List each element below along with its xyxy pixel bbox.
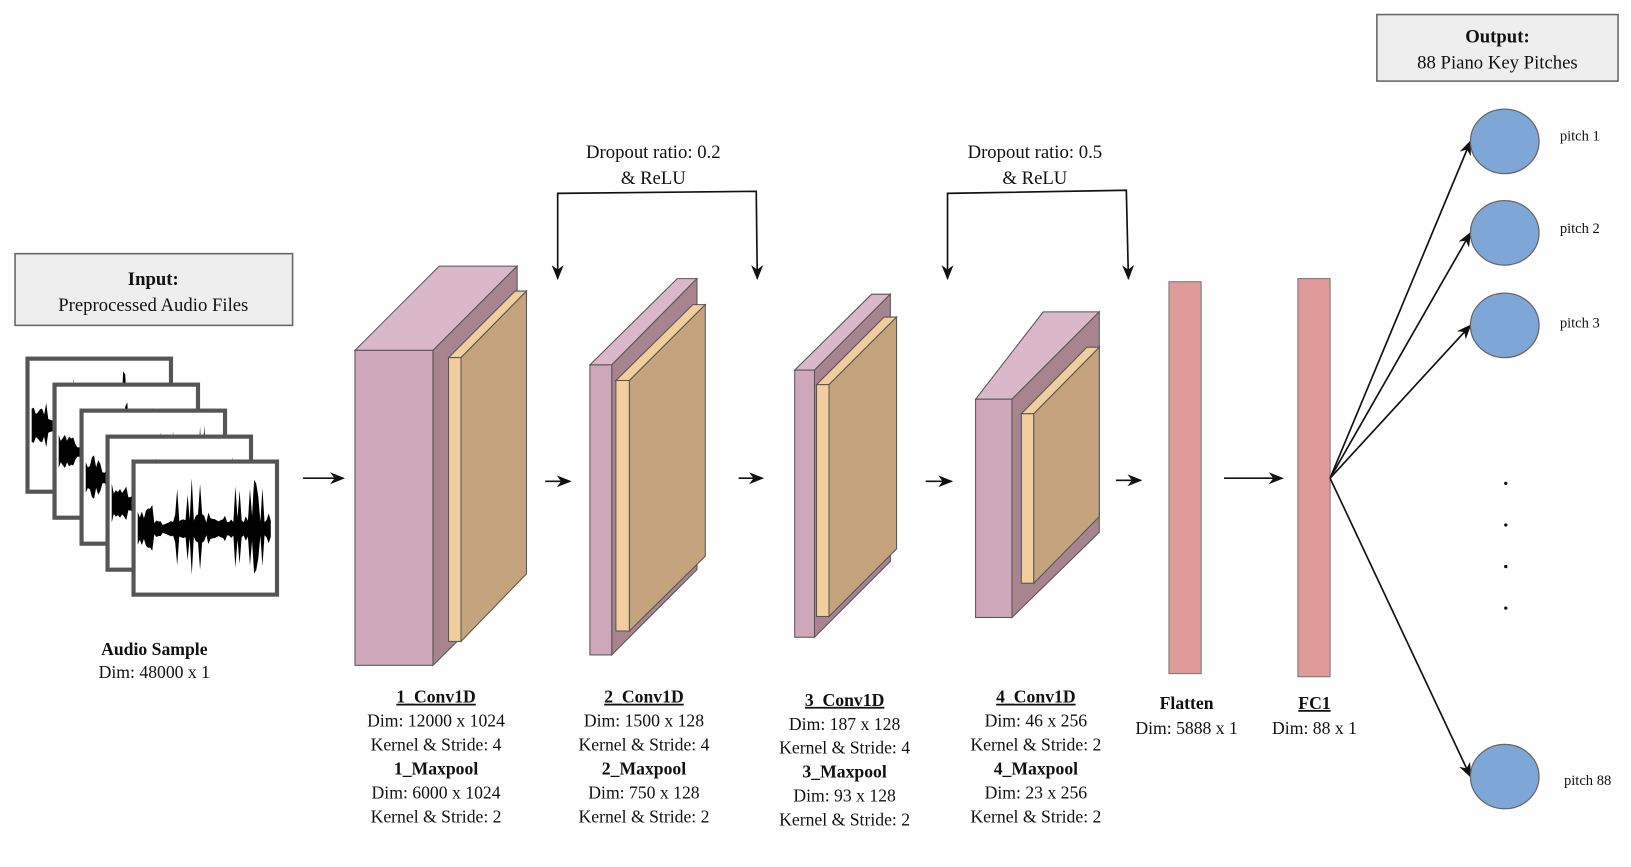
pitch-label-88: pitch 88 [1564,773,1611,789]
layer-2-conv: 2_Conv1D [604,687,683,707]
pitch-neuron-88 [1469,743,1540,810]
arrow-to-pitch-3 [1329,324,1472,479]
layer-3-pool-dim: Dim: 93 x 128 [793,786,896,806]
audio-sample-dim: Dim: 48000 x 1 [99,662,210,682]
layer-2-conv-dim: Dim: 1500 x 128 [584,711,704,731]
conv-block-4 [974,310,1101,619]
dropout-2-ratio: Dropout ratio: 0.5 [968,142,1103,163]
layer-1-conv: 1_Conv1D [396,687,475,707]
pitch-neuron-1 [1469,108,1540,175]
layer-4-conv-ks: Kernel & Stride: 2 [970,735,1101,755]
flatten-title: Flatten [1160,693,1214,713]
input-subtitle: Preprocessed Audio Files [58,295,248,316]
layer-4-pool: 4_Maxpool [994,758,1078,778]
pitch-label-3: pitch 3 [1560,315,1600,331]
waveform [137,478,271,575]
pitch-label-1: pitch 1 [1560,128,1600,144]
layer-3-conv-ks: Kernel & Stride: 4 [779,738,910,758]
layer-1-conv-dim: Dim: 12000 x 1024 [367,711,505,731]
layer-1-conv-ks: Kernel & Stride: 4 [371,735,502,755]
audio-sample-title: Audio Sample [101,639,208,659]
layer-2-pool-ks: Kernel & Stride: 2 [579,806,710,826]
dropout-2-activation: & ReLU [1002,168,1067,189]
layer-1-pool-dim: Dim: 6000 x 1024 [372,782,501,802]
audio-sample-stack [25,356,280,597]
layer-2-conv-ks: Kernel & Stride: 4 [579,735,710,755]
dropout-1-activation: & ReLU [621,168,686,189]
arrow-to-pitch-2 [1329,231,1472,479]
layer-4-conv: 4_Conv1D [996,687,1075,707]
layer-4-pool-dim: Dim: 23 x 256 [985,782,1088,802]
flatten-layer [1168,281,1202,675]
audio-frame [131,459,280,597]
fc1-dim: Dim: 88 x 1 [1272,718,1357,738]
dropout-1-ratio: Dropout ratio: 0.2 [586,142,721,163]
layer-3-pool-ks: Kernel & Stride: 2 [779,809,910,829]
layer-1-pool-ks: Kernel & Stride: 2 [371,806,502,826]
layer-4-pool-ks: Kernel & Stride: 2 [970,806,1101,826]
arrow-to-pitch-1 [1329,139,1472,479]
dropout-bracket-2 [941,189,1135,281]
layer-2-pool-dim: Dim: 750 x 128 [588,782,700,802]
input-box: Input: Preprocessed Audio Files [14,252,294,327]
layer-3-conv-dim: Dim: 187 x 128 [789,714,901,734]
conv-block-2 [588,277,707,657]
arrow-to-pitch-88 [1329,477,1472,778]
fc1-layer [1297,278,1331,678]
output-subtitle: 88 Piano Key Pitches [1417,53,1578,74]
ellipsis-dots [1504,481,1508,610]
layer-3-pool: 3_Maxpool [802,762,886,782]
conv-block-1 [353,264,528,667]
conv-block-3 [793,292,898,639]
output-box: Output: 88 Piano Key Pitches [1376,13,1619,82]
input-title: Input: [128,269,179,290]
layer-4-conv-dim: Dim: 46 x 256 [985,711,1088,731]
layer-2-pool: 2_Maxpool [602,758,686,778]
layer-1-pool: 1_Maxpool [394,758,478,778]
pitch-label-2: pitch 2 [1560,221,1600,237]
dropout-bracket-1 [551,190,764,281]
pitch-neuron-3 [1469,292,1540,359]
pitch-neuron-2 [1469,200,1540,266]
output-title: Output: [1465,27,1529,48]
fc1-title: FC1 [1298,693,1330,713]
flatten-dim: Dim: 5888 x 1 [1135,718,1238,738]
layer-3-conv: 3_Conv1D [805,690,884,710]
